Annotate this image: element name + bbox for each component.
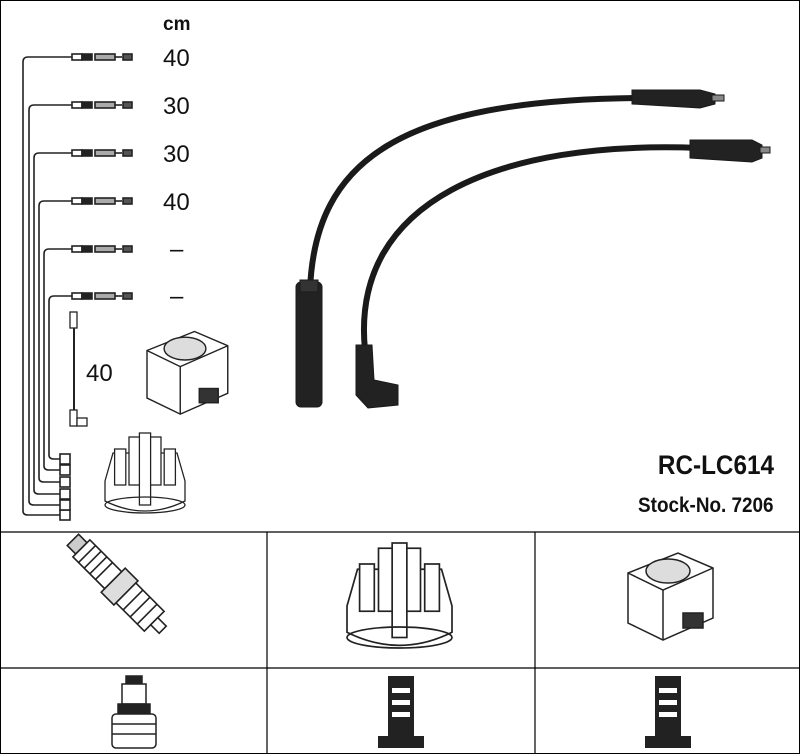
- plug-boot-icon: [111, 675, 157, 749]
- cable-connector-icon: [71, 101, 133, 109]
- cable-terminal: [59, 488, 71, 500]
- coil-cable-length: 40: [86, 360, 113, 387]
- cable-connector-icon: [71, 245, 133, 253]
- cable-connector-icon: [71, 53, 133, 61]
- cable-line: [43, 248, 72, 471]
- cable-line: [33, 152, 72, 495]
- ignition-cable-photo: [295, 89, 771, 409]
- cable-terminal: [59, 509, 71, 521]
- cable-length-2: 30: [163, 93, 190, 120]
- cable-terminal: [59, 464, 71, 476]
- coil-cable-icon: [69, 311, 88, 427]
- cable-line: [22, 56, 72, 516]
- cable-line: [38, 200, 72, 483]
- cable-schematic: [22, 53, 133, 521]
- cable-length-3: 30: [163, 141, 190, 168]
- ignition-coil-icon: [627, 552, 714, 641]
- ignition-coil-icon: [146, 330, 229, 415]
- cable-length-1: 40: [163, 45, 190, 72]
- distributor-cap-icon: [104, 432, 186, 514]
- table-grid: [0, 531, 800, 754]
- cable-terminal: [59, 453, 71, 465]
- product-code: RC-LC614: [657, 450, 774, 480]
- spark-plug-icon: [66, 533, 168, 635]
- cable-terminal: [59, 476, 71, 488]
- cap-terminal-icon: [378, 676, 424, 748]
- cable-line: [28, 104, 72, 506]
- coil-terminal-icon: [645, 676, 691, 748]
- cable-connector-icon: [71, 197, 133, 205]
- cable-length-4: 40: [163, 189, 190, 216]
- cable-length-5: –: [170, 236, 184, 263]
- cable-line: [48, 295, 72, 460]
- stock-number: Stock-No. 7206: [638, 494, 774, 517]
- cable-length-6: –: [170, 283, 184, 310]
- cable-terminal: [59, 499, 71, 511]
- unit-label: cm: [163, 14, 190, 35]
- cable-connector-icon: [71, 149, 133, 157]
- cable-connector-icon: [71, 292, 133, 300]
- distributor-cap-icon: [346, 542, 453, 649]
